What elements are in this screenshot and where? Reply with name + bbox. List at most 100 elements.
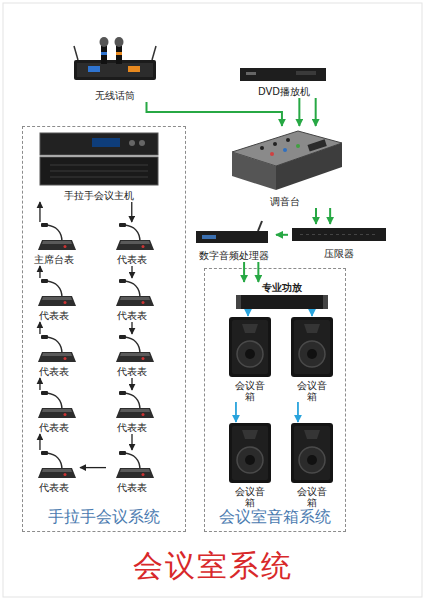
- speaker-cabinet: [229, 317, 271, 377]
- node-label: 会议音箱: [294, 380, 330, 402]
- mic-grille: [100, 37, 109, 47]
- desk-microphone: [116, 223, 154, 250]
- receiver-panel: [77, 63, 153, 77]
- node-label: 会议音箱: [294, 486, 330, 508]
- signal-arrow: [315, 208, 317, 224]
- signal-arrow: [39, 266, 40, 278]
- signal-arrow: [131, 202, 132, 222]
- group-box: 会议室音箱系统专业功放会议音箱会议音箱会议音箱会议音箱: [204, 268, 346, 532]
- amplifier-handle: [323, 295, 328, 309]
- node-label: 专业功放: [262, 282, 302, 294]
- signal-arrow: [131, 266, 132, 278]
- node-label: 调音台: [270, 196, 300, 208]
- mixer-side: [232, 152, 276, 190]
- speaker-box: 会议音箱: [224, 422, 276, 508]
- node-label: 代表表: [117, 310, 147, 322]
- node-label: 代表表: [39, 422, 69, 434]
- node-label: 数字音频处理器: [199, 250, 269, 262]
- node-label: 手拉手会议系统: [48, 507, 160, 527]
- desk-microphone: [38, 223, 76, 250]
- mixer-knob: [273, 142, 277, 146]
- signal-arrow: [131, 322, 132, 334]
- signal-arrow: [315, 98, 317, 126]
- processor-display: [202, 235, 216, 239]
- device-box: DVD播放机: [236, 62, 332, 98]
- signal-arrow: [131, 378, 132, 390]
- mixer-knob: [270, 152, 274, 156]
- node-label: 代表表: [117, 422, 147, 434]
- mixer-front: [276, 143, 342, 190]
- desk-microphone: [116, 391, 154, 418]
- node-label: 代表表: [39, 482, 69, 494]
- signal-arrow: [257, 262, 259, 282]
- host-unit: [40, 133, 158, 155]
- processor-body: [196, 231, 268, 243]
- host-vent: [50, 171, 148, 172]
- signal-arrow: [311, 310, 313, 316]
- dvd-display: [296, 71, 316, 75]
- delegate-unit: 代表表: [28, 390, 80, 434]
- signal-arrow: [131, 434, 132, 450]
- node-label: 代表表: [117, 254, 147, 266]
- mic-ring: [116, 52, 122, 55]
- signal-arrow: [39, 378, 40, 390]
- signal-arrow: [235, 402, 237, 422]
- amplifier-body: [236, 295, 328, 309]
- device-box: 数字音频处理器: [192, 224, 276, 262]
- signal-arrow: [39, 202, 40, 222]
- desk-microphone: [116, 279, 154, 306]
- delegate-unit: 代表表: [106, 390, 158, 434]
- signal-arrow: [243, 262, 245, 282]
- group-box: 手拉手会议系统手拉手会议主机主席台表代表表代表表代表表代表表代表表代表表代表表代…: [22, 126, 186, 532]
- antenna: [152, 46, 156, 60]
- signal-arrow: [276, 234, 288, 236]
- node-label: 压限器: [324, 248, 354, 260]
- signal-arrow: [329, 208, 331, 224]
- node-label: 代表表: [39, 366, 69, 378]
- mixer-knob: [283, 148, 287, 152]
- delegate-unit: 代表表: [28, 334, 80, 378]
- desk-microphone: [116, 335, 154, 362]
- speaker-box: 会议音箱: [224, 316, 276, 402]
- delegate-unit: 代表表: [28, 278, 80, 322]
- speaker-cabinet: [229, 423, 271, 483]
- delegate-unit: 代表表: [106, 334, 158, 378]
- host-knob: [139, 140, 145, 146]
- speaker-cabinet: [291, 317, 333, 377]
- node-label: 会议音箱: [232, 380, 268, 402]
- desk-microphone: [38, 451, 76, 478]
- speaker-box: 会议音箱: [286, 316, 338, 402]
- host-knob: [129, 140, 135, 146]
- node-label: 会议室音箱系统: [219, 507, 331, 527]
- delegate-unit: 代表表: [106, 450, 158, 494]
- mixer-knob: [260, 146, 264, 150]
- compressor-controls: [300, 234, 378, 235]
- page-frame: [3, 3, 422, 597]
- mixer-knob: [296, 144, 300, 148]
- speaker-box: 会议音箱: [286, 422, 338, 508]
- signal-arrow: [147, 102, 282, 126]
- host-vent: [50, 165, 148, 166]
- node-label: 代表表: [117, 482, 147, 494]
- compressor-body: [292, 228, 386, 241]
- mixer-display: [308, 139, 327, 151]
- device-box: 压限器: [288, 224, 390, 260]
- receiver-display: [88, 66, 100, 72]
- node-label: 代表表: [117, 366, 147, 378]
- receiver-display: [128, 66, 140, 72]
- amplifier-handle: [236, 295, 241, 309]
- desk-microphone: [38, 335, 76, 362]
- device-box: 手拉手会议主机: [36, 130, 162, 202]
- host-vent: [50, 177, 148, 178]
- node-label: 会议音箱: [232, 486, 268, 508]
- mixer-knob: [286, 138, 290, 142]
- mic-ring: [101, 52, 107, 55]
- node-label: 无线话筒: [95, 90, 135, 102]
- host-unit: [40, 157, 158, 185]
- signal-arrow: [297, 402, 299, 422]
- desk-microphone: [38, 279, 76, 306]
- speaker-cabinet: [291, 423, 333, 483]
- signal-arrow: [39, 434, 40, 450]
- signal-arrow: [247, 310, 249, 316]
- dvd-logo: [246, 72, 256, 75]
